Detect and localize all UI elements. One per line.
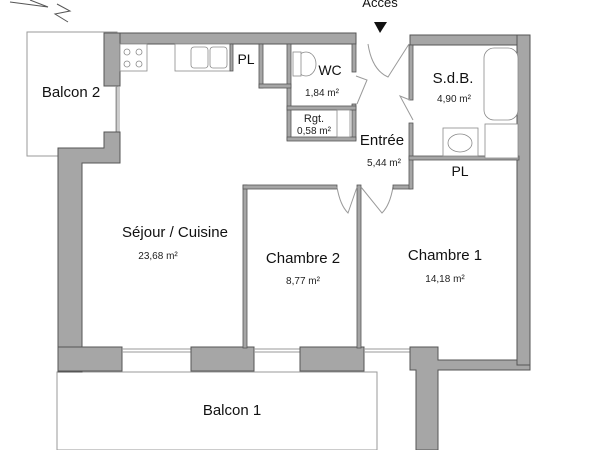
wall (299, 346, 365, 372)
cooktop-icon (119, 43, 148, 72)
area-rgt: 0,58 m² (297, 126, 331, 137)
closet-pl-chambre-1: PL (451, 163, 469, 179)
room-chambre-2: Chambre 2 (265, 250, 341, 267)
closet-pl-kitchen: PL (237, 51, 255, 67)
north-arrow-icon (9, 0, 72, 23)
wall (409, 44, 531, 450)
entry-door[interactable] (367, 43, 410, 78)
right-wall (516, 34, 531, 366)
wall (57, 131, 121, 373)
wall (351, 43, 357, 73)
room-rgt: Rgt. (303, 113, 325, 125)
area-wc: 1,84 m² (305, 88, 339, 99)
door-chambre-2[interactable] (336, 186, 358, 214)
wall (103, 32, 121, 87)
top-wall-right (409, 34, 529, 46)
area-chambre-1: 14,18 m² (425, 274, 465, 285)
door-wc[interactable] (355, 75, 368, 105)
room-balcon-1: Balcon 1 (202, 402, 262, 419)
bathtub-icon (483, 47, 519, 121)
wall (392, 184, 412, 190)
wall (286, 43, 292, 141)
access-label: Accès (362, 0, 398, 10)
room-sdb: S.d.B. (432, 70, 474, 87)
arrow-down-icon (374, 22, 387, 33)
door-sdb[interactable] (398, 95, 414, 121)
room-balcon-2: Balcon 2 (41, 84, 101, 101)
area-chambre-2: 8,77 m² (286, 276, 320, 287)
room-chambre-1: Chambre 1 (407, 247, 483, 264)
wall (242, 184, 338, 190)
wall (356, 184, 362, 349)
area-sdb: 4,90 m² (437, 94, 471, 105)
door-chambre-1[interactable] (360, 186, 394, 214)
room-entree: Entrée (359, 132, 405, 149)
wall (286, 105, 357, 111)
area-entree: 5,44 m² (367, 158, 401, 169)
top-wall-left (103, 32, 357, 45)
wall (242, 184, 248, 349)
wall (286, 136, 357, 142)
room-sejour-cuisine: Séjour / Cuisine (122, 224, 228, 241)
wall (408, 44, 414, 101)
balcon-1-area (56, 371, 378, 450)
wall (190, 346, 255, 372)
room-wc: WC (318, 62, 342, 78)
balcon-2-area (26, 31, 118, 157)
wall (57, 346, 123, 372)
area-sejour-cuisine: 23,68 m² (138, 251, 178, 262)
